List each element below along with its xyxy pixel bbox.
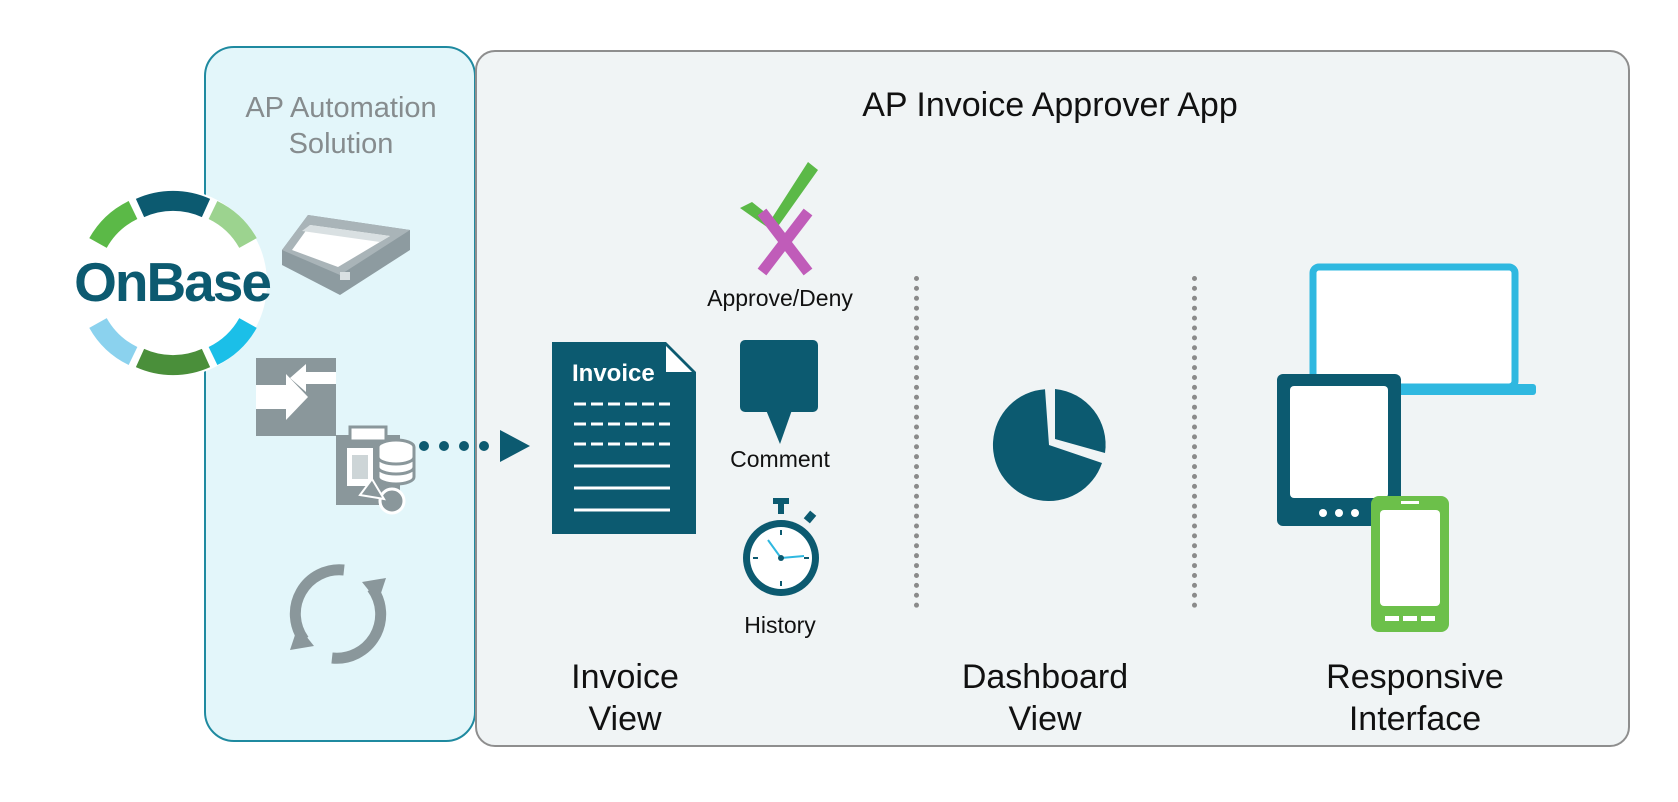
app-title: AP Invoice Approver App [862, 86, 1238, 124]
automation-solution-panel [204, 46, 476, 742]
approve-deny-label: Approve/Deny [707, 285, 853, 311]
flow-arrow [419, 430, 530, 462]
import-icon [256, 358, 336, 436]
responsive-interface-caption-line2: Interface [1348, 700, 1482, 738]
dashboard-view-caption: Dashboard View [930, 656, 1160, 740]
pie-chart-icon [992, 389, 1106, 502]
automation-title-line1: AP Automation [245, 92, 437, 124]
onbase-logo: OnBase [74, 189, 272, 377]
tablet-icon [1277, 374, 1401, 526]
automation-title-line2: Solution [288, 128, 394, 160]
document-icon [552, 342, 696, 534]
scanner-icon [282, 215, 410, 295]
comment-label: Comment [730, 446, 830, 472]
stopwatch-icon [743, 498, 819, 596]
responsive-interface-caption: Responsive Interface [1300, 656, 1530, 740]
invoice-document: Invoice [552, 342, 696, 534]
dashboard-view-caption-line1: Dashboard [961, 658, 1129, 696]
invoice-view-caption-line1: Invoice [571, 658, 679, 696]
phone-icon [1371, 496, 1449, 632]
separator-1 [914, 276, 919, 608]
onbase-logo-text: OnBase [74, 251, 270, 313]
invoice-view-caption: Invoice View [520, 656, 730, 740]
invoice-view-caption-line2: View [588, 700, 662, 738]
refresh-icon [289, 564, 387, 664]
repository-icon [336, 425, 416, 515]
approve-deny-icon [740, 162, 818, 276]
history-label: History [744, 612, 816, 638]
automation-title: AP Automation Solution [210, 90, 472, 162]
dashboard-view-caption-line2: View [1008, 700, 1082, 738]
separator-2 [1192, 276, 1197, 608]
responsive-interface-caption-line1: Responsive [1326, 658, 1504, 696]
comment-icon [740, 340, 818, 444]
invoice-doc-label: Invoice [572, 360, 655, 387]
